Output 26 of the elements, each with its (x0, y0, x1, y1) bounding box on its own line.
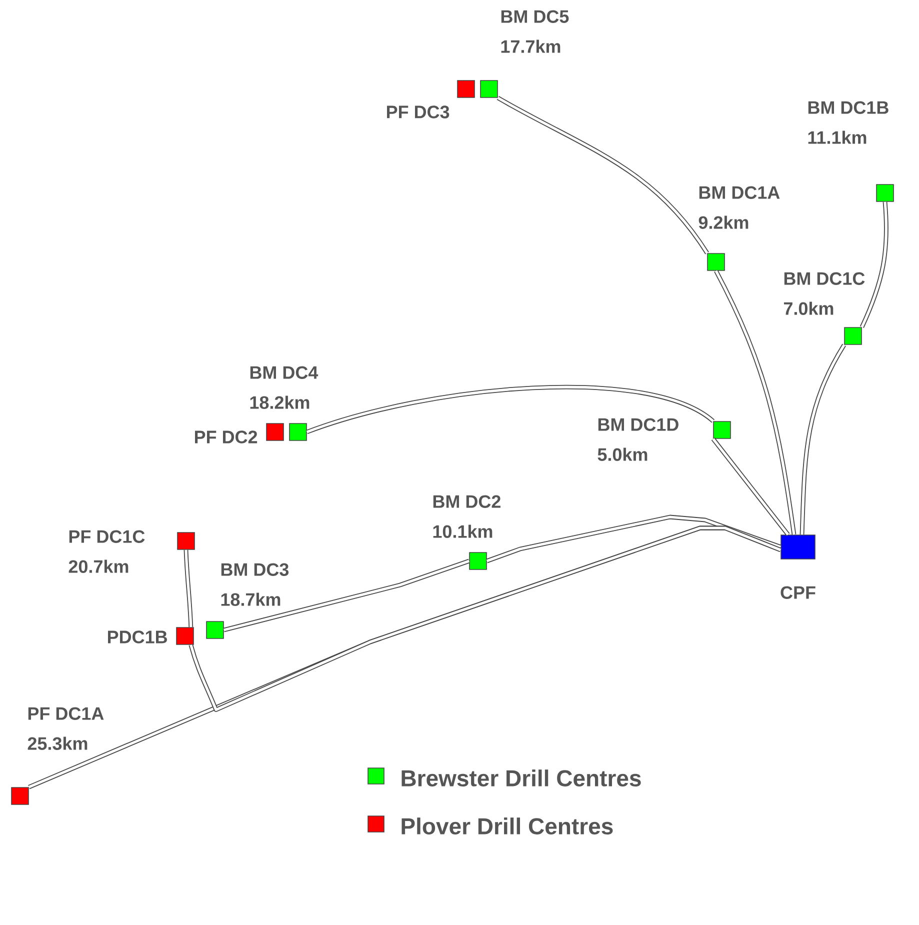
site-label: PF DC2 (195, 430, 258, 444)
site-label: BM DC4 18.2km (250, 366, 318, 409)
pipeline (184, 550, 194, 628)
pipeline (711, 438, 790, 536)
site-label: PF DC1A 25.3km (28, 707, 104, 750)
pipeline (223, 558, 470, 632)
site-label: BM DC1D 5.0km (598, 418, 678, 461)
site-label: PF DC1C 20.7km (68, 530, 145, 573)
site-label: BM DC1C 7.0km (784, 272, 865, 315)
pipeline (496, 96, 709, 254)
pipeline (306, 384, 714, 434)
site-label: PF DC3 (387, 106, 450, 118)
site-label: BM DC2 10.1km (433, 495, 500, 538)
site-label: BM DC3 18.7km (221, 563, 289, 606)
pipeline (860, 202, 888, 328)
pipeline (486, 514, 782, 564)
site-label: BM DC5 17.7km (501, 10, 569, 53)
site-label: PDC1B (108, 630, 167, 644)
site-label: BM DC1A 9.2km (698, 186, 780, 229)
pipeline (714, 270, 796, 535)
legend-text: Plover Drill Centres (402, 818, 613, 834)
pipeline (800, 344, 846, 535)
site-label: CPF (780, 586, 816, 599)
legend-text: Brewster Drill Centres (402, 770, 641, 786)
pipeline (188, 526, 782, 712)
site-label: BM DC1B 11.1km (808, 101, 888, 144)
